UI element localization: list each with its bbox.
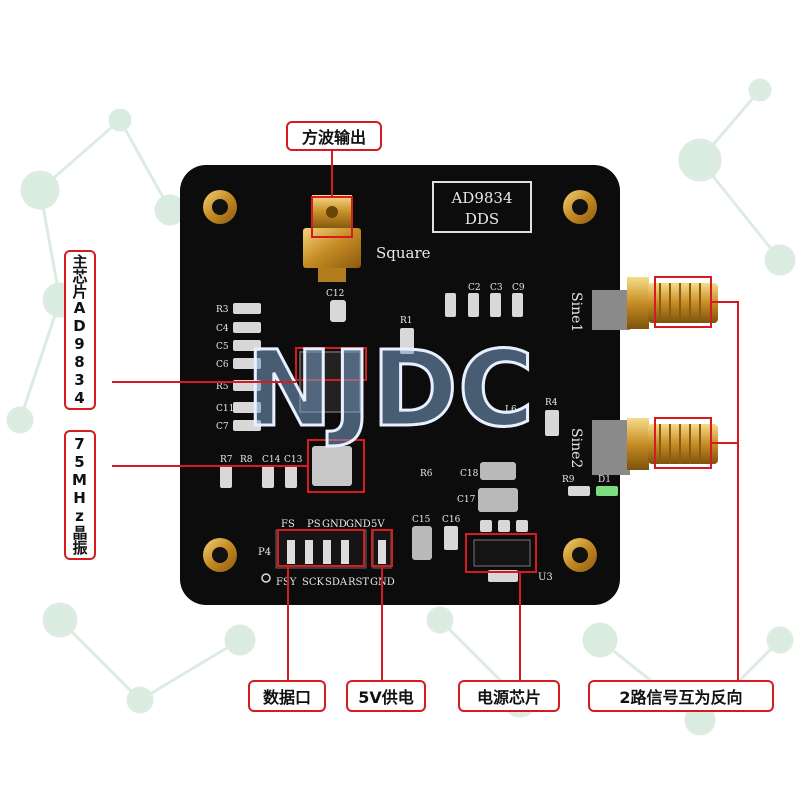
svg-text:C16: C16	[442, 515, 461, 525]
header-silk-top: FS PS GND GND 5V	[281, 519, 385, 530]
svg-text:5V: 5V	[371, 519, 385, 530]
svg-text:R3: R3	[216, 305, 229, 315]
svg-text:R6: R6	[420, 469, 433, 479]
svg-text:C18: C18	[460, 469, 479, 479]
chip-type-silk: DDS	[465, 210, 499, 228]
data-header	[275, 529, 392, 569]
callout-power-chip: 电源芯片	[458, 680, 560, 712]
svg-text:R1: R1	[400, 316, 413, 326]
p4-silk: P4	[258, 547, 271, 558]
svg-text:C12: C12	[326, 289, 344, 299]
callout-sine-outputs: 2路信号互为反向	[588, 680, 774, 712]
svg-text:R7: R7	[220, 455, 233, 465]
svg-text:R8: R8	[240, 455, 253, 465]
svg-text:PS: PS	[307, 519, 321, 530]
main-chip-highlight	[295, 347, 367, 381]
svg-text:L6: L6	[505, 405, 517, 415]
svg-text:C6: C6	[216, 360, 229, 370]
leader-lines	[112, 150, 739, 680]
sine2-silk: Sine2	[568, 428, 584, 468]
svg-text:C17: C17	[457, 495, 476, 505]
svg-text:C4: C4	[216, 324, 229, 334]
svg-text:SDA: SDA	[325, 577, 348, 588]
svg-text:R5: R5	[216, 382, 229, 392]
main-chip	[299, 351, 361, 413]
svg-text:C2: C2	[468, 283, 481, 293]
svg-text:RST: RST	[348, 577, 369, 588]
callout-5v-power: 5V供电	[346, 680, 426, 712]
svg-text:R9: R9	[562, 475, 575, 485]
svg-text:C5: C5	[216, 342, 229, 352]
svg-text:SCK: SCK	[302, 577, 325, 588]
svg-text:FSY: FSY	[276, 577, 297, 588]
u3-silk: U3	[538, 572, 553, 583]
svg-text:C11: C11	[216, 404, 234, 414]
svg-text:C7: C7	[216, 422, 229, 432]
callout-data-port: 数据口	[248, 680, 326, 712]
power-chip-highlight	[465, 533, 537, 573]
background-network	[6, 78, 796, 736]
chip-name-silk: AD9834	[450, 189, 512, 207]
svg-text:C15: C15	[412, 515, 431, 525]
component-silk: R3 C4 C5 C6 R5 C11 C7 C12 R1 C2 C3 C9 C1…	[216, 283, 611, 525]
header-silk-bottom: FSY SCK SDA RST GND	[276, 577, 395, 588]
callout-crystal: 75MHz晶振	[64, 430, 96, 560]
svg-text:FS: FS	[281, 519, 295, 530]
sine2-sma-connector	[592, 418, 718, 475]
callout-square-output: 方波输出	[286, 121, 382, 151]
svg-text:C3: C3	[490, 283, 503, 293]
sine1-sma-connector	[592, 277, 718, 330]
svg-text:GND: GND	[346, 519, 371, 530]
callout-main-chip: 主芯片AD9834	[64, 250, 96, 410]
svg-text:C14: C14	[262, 455, 281, 465]
svg-text:R4: R4	[545, 398, 558, 408]
power-chip	[473, 539, 531, 567]
mounting-holes	[203, 190, 597, 572]
watermark: NJDC	[246, 328, 534, 450]
sine1-silk: Sine1	[568, 292, 584, 332]
svg-text:C13: C13	[284, 455, 303, 465]
svg-text:D1: D1	[598, 475, 611, 485]
crystal-oscillator	[312, 446, 352, 486]
smd-components	[220, 293, 618, 582]
svg-text:C9: C9	[512, 283, 525, 293]
svg-text:GND: GND	[322, 519, 347, 530]
data-port-highlight	[277, 529, 365, 567]
square-silk: Square	[376, 244, 431, 262]
